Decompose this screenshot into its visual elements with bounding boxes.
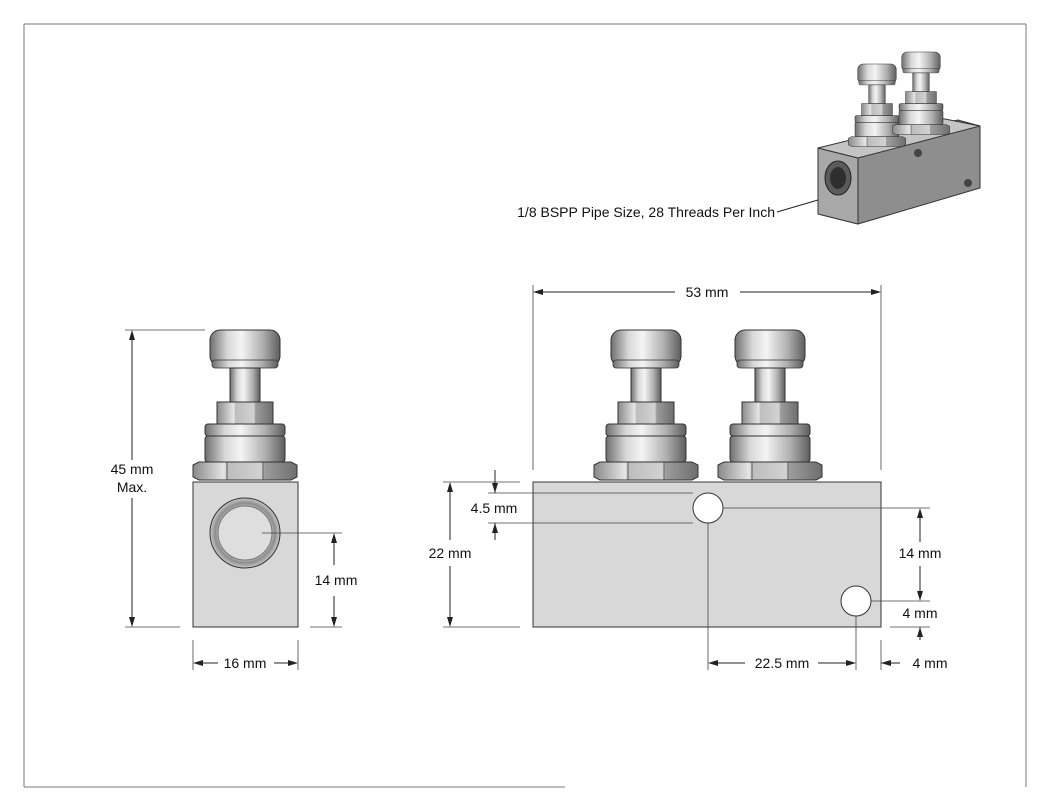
hole-edge-vertical-dim: 4 mm bbox=[903, 605, 938, 621]
hole-spacing-horizontal-dim: 22.5 mm bbox=[755, 655, 809, 671]
height-max-note: Max. bbox=[117, 479, 147, 495]
side-port-height-dim: 14 mm bbox=[315, 572, 358, 588]
block-height-dim: 22 mm bbox=[429, 545, 472, 561]
side-width-dim: 16 mm bbox=[224, 655, 267, 671]
overall-width-dim: 53 mm bbox=[686, 284, 729, 300]
hole-spacing-vertical-dim: 14 mm bbox=[899, 545, 942, 561]
top-hole-offset-dim: 4.5 mm bbox=[471, 500, 518, 516]
front-view bbox=[532, 329, 882, 628]
hole-edge-horizontal-dim: 4 mm bbox=[913, 655, 948, 671]
pipe-size-callout: 1/8 BSPP Pipe Size, 28 Threads Per Inch bbox=[517, 204, 775, 220]
isometric-view bbox=[817, 51, 981, 225]
height-max-dim: 45 mm bbox=[111, 461, 154, 477]
side-view bbox=[192, 329, 299, 628]
